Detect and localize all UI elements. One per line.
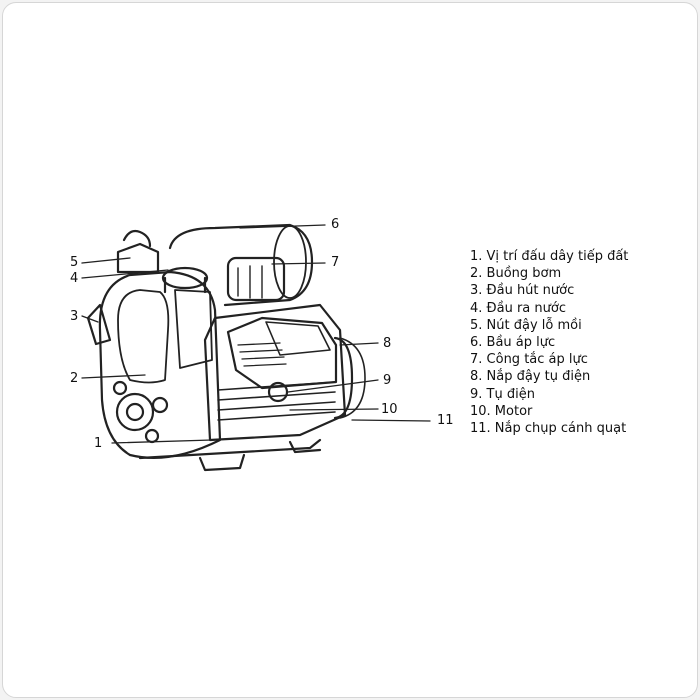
priming-plug-illustration <box>116 229 160 274</box>
callout-9: 9 <box>383 373 392 388</box>
legend-item: 2. Buồng bơm <box>470 266 562 282</box>
outlet-illustration <box>161 266 209 294</box>
legend-item: 5. Nút đậy lỗ mồi <box>470 317 582 333</box>
pressure-tank-illustration <box>168 223 314 307</box>
callout-2: 2 <box>70 371 79 386</box>
pump-chamber-illustration <box>98 270 222 459</box>
legend-item: 9. Tụ điện <box>470 386 535 402</box>
callout-6: 6 <box>331 217 340 232</box>
legend-item: 7. Công tắc áp lực <box>470 352 588 368</box>
callout-3: 3 <box>70 309 79 324</box>
callout-5: 5 <box>70 255 79 270</box>
inlet-illustration <box>86 303 112 346</box>
legend-item: 8. Nắp đậy tụ điện <box>470 369 591 385</box>
base-illustration <box>138 438 322 472</box>
callout-7: 7 <box>331 255 340 270</box>
legend-item: 6. Bầu áp lực <box>470 335 556 351</box>
legend-item: 3. Đầu hút nước <box>470 283 575 299</box>
callout-8: 8 <box>383 336 392 351</box>
callout-11: 11 <box>437 413 454 428</box>
callout-10: 10 <box>381 402 398 417</box>
parts-legend: 1. Vị trí đấu dây tiếp đất 2. Buồng bơm … <box>470 248 628 437</box>
capacitor-cover-illustration <box>226 316 338 390</box>
leader-lines <box>81 224 431 444</box>
callout-1: 1 <box>94 436 103 451</box>
capacitor-illustration <box>267 381 289 403</box>
legend-item: 11. Nắp chụp cánh quạt <box>470 421 627 437</box>
legend-item: 4. Đầu ra nước <box>470 300 566 316</box>
pressure-switch-illustration <box>226 256 286 302</box>
callout-4: 4 <box>70 271 79 286</box>
legend-item: 1. Vị trí đấu dây tiếp đất <box>470 249 629 264</box>
legend-item: 10. Motor <box>470 403 533 419</box>
motor-illustration <box>203 303 366 442</box>
